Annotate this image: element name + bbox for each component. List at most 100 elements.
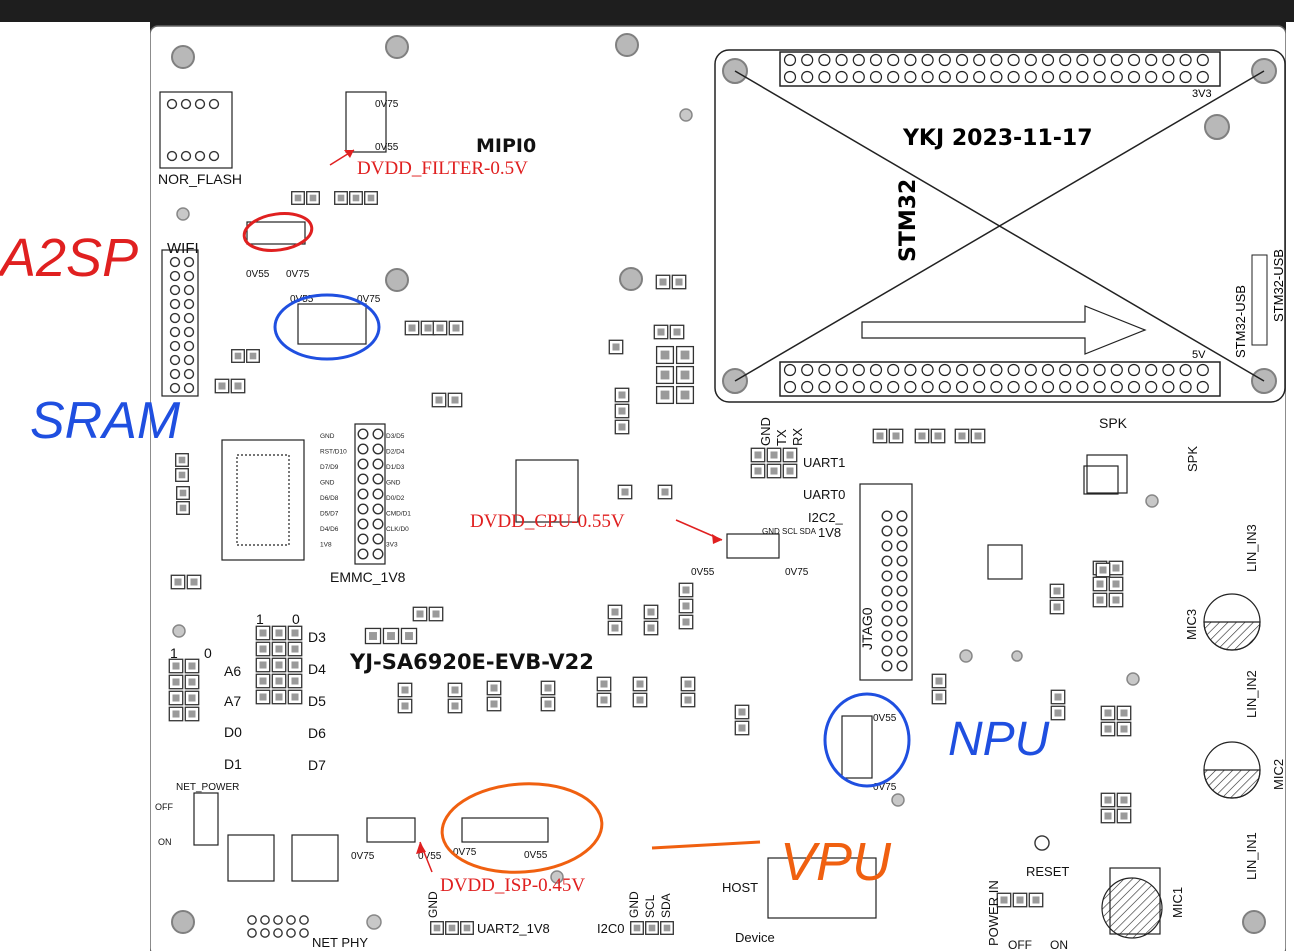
header-pin xyxy=(938,53,951,67)
header-pin xyxy=(1024,380,1037,394)
pad xyxy=(286,915,296,925)
d3-label: D3 xyxy=(308,629,326,645)
emmc-pin-left: D6/D8 xyxy=(320,495,339,502)
header-pin xyxy=(1041,53,1055,67)
stm32-header-pins xyxy=(783,53,1209,394)
pad xyxy=(183,312,195,324)
header-pin xyxy=(1110,70,1123,84)
pad-core xyxy=(291,645,299,653)
pad xyxy=(183,284,195,296)
spk-side-label: SPK xyxy=(1185,446,1200,472)
d1-label: D1 xyxy=(224,756,242,772)
pad-core xyxy=(647,608,655,616)
pad xyxy=(881,510,893,522)
pad xyxy=(372,488,384,500)
pad-core xyxy=(611,608,619,616)
pad-core xyxy=(738,708,746,716)
emmc-pin-left: D5/D7 xyxy=(320,511,339,518)
pad-core xyxy=(684,696,692,704)
header-pin xyxy=(1162,380,1175,394)
pad-core xyxy=(259,661,267,669)
pad-core xyxy=(172,694,180,702)
header-pin xyxy=(783,70,797,84)
pad-core xyxy=(1112,564,1120,572)
header-pin xyxy=(1007,363,1020,377)
pad-core xyxy=(433,924,441,932)
lin-in2-label: LIN_IN2 xyxy=(1244,670,1259,718)
pad xyxy=(357,428,369,440)
pad xyxy=(357,548,369,560)
pad xyxy=(896,525,908,537)
header-pin xyxy=(955,70,969,84)
pad-core xyxy=(179,504,187,512)
pad-core xyxy=(190,578,198,586)
header-pin xyxy=(904,363,917,377)
pad xyxy=(372,518,384,530)
header-pin xyxy=(1145,70,1158,84)
header-pin xyxy=(1076,53,1089,67)
pad xyxy=(166,150,178,162)
header-pin xyxy=(1076,380,1089,394)
header-pin xyxy=(1162,363,1175,377)
pad-core xyxy=(660,370,670,380)
pad-core xyxy=(675,278,683,286)
header-pin xyxy=(1179,363,1192,377)
header-pin xyxy=(1041,70,1055,84)
pad-core xyxy=(611,624,619,632)
npu-annotation: NPU xyxy=(948,713,1050,766)
header-pin xyxy=(1127,363,1141,377)
sw3-ov75: 0V75 xyxy=(357,294,381,305)
device-label: Device xyxy=(735,930,775,945)
header-pin xyxy=(938,363,951,377)
a2sp-circle xyxy=(242,212,314,252)
mounting-holes xyxy=(171,33,1277,934)
pad xyxy=(208,98,220,110)
pad-core xyxy=(770,451,778,459)
emmc-pin-right: CMD/D1 xyxy=(386,511,411,518)
header-pin xyxy=(852,70,865,84)
d5-label: D5 xyxy=(308,693,326,709)
i2c0-scl-label: SCL xyxy=(643,894,657,918)
pad xyxy=(183,368,195,380)
pad-core xyxy=(367,194,375,202)
emmc-label: EMMC_1V8 xyxy=(330,569,406,585)
header-pin xyxy=(887,70,900,84)
stm32-module: YKJ 2023-11-17 STM32 STM32-USB STM32-USB… xyxy=(714,49,1286,403)
pad xyxy=(169,312,181,324)
pad-core xyxy=(490,700,498,708)
pad-core xyxy=(754,467,762,475)
pad xyxy=(247,915,257,925)
header-pin xyxy=(1196,70,1209,84)
pad xyxy=(896,660,908,672)
pad xyxy=(357,488,369,500)
pad-core xyxy=(663,924,671,932)
pad-core xyxy=(188,662,196,670)
pad xyxy=(896,510,908,522)
pad-core xyxy=(1096,596,1104,604)
header-pin xyxy=(1179,380,1192,394)
pad-core xyxy=(974,432,982,440)
header-pin xyxy=(801,363,814,377)
header-pin xyxy=(921,380,934,394)
pad xyxy=(881,600,893,612)
emmc-pin-left: GND xyxy=(320,480,335,487)
header-pin xyxy=(887,380,900,394)
header-pin xyxy=(1024,53,1037,67)
pad-core xyxy=(259,677,267,685)
net-power-off-label: OFF xyxy=(155,802,173,812)
pad-core xyxy=(935,693,943,701)
header-pin xyxy=(869,70,883,84)
i2c0-label: I2C0 xyxy=(597,921,624,936)
header-pin xyxy=(1179,53,1192,67)
pad xyxy=(183,298,195,310)
pad-core xyxy=(387,632,395,640)
pad-core xyxy=(770,467,778,475)
pad xyxy=(372,443,384,455)
pad xyxy=(208,150,220,162)
pad-core xyxy=(188,710,196,718)
pad xyxy=(169,368,181,380)
mipi-label: MIPI0 xyxy=(476,135,536,157)
pad xyxy=(881,660,893,672)
pad xyxy=(372,533,384,545)
header-pin xyxy=(1179,70,1192,84)
